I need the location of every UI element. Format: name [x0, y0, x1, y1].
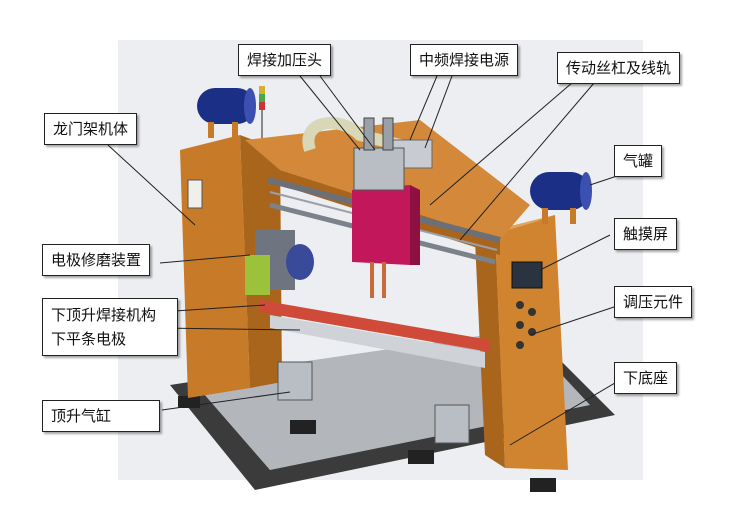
label-base: 下底座: [614, 362, 678, 394]
label-electrode-dresser: 电极修磨装置: [42, 244, 151, 276]
weld-head-top: [353, 147, 405, 191]
label-touch-screen: 触摸屏: [614, 218, 678, 250]
electrode-dresser-green: [245, 255, 270, 295]
label-mid-freq-power: 中频焊接电源: [410, 44, 519, 76]
lower-electrode-bar: [260, 300, 490, 352]
signal-tower-icon: [259, 86, 265, 138]
touch-screen-icon: [511, 261, 543, 289]
label-gas-tank: 气罐: [614, 145, 663, 177]
leader-lines: [107, 75, 621, 446]
left-column-side: [180, 135, 250, 398]
cable-chain-icon: [302, 117, 422, 156]
leader-gantry: [107, 144, 196, 226]
pressure-knob-2: [528, 308, 536, 316]
leader-power-1: [409, 75, 438, 141]
weld-head-side: [410, 185, 420, 265]
label-gantry-body: 龙门架机体: [44, 113, 138, 145]
leader-lower-electrode-2: [159, 327, 301, 331]
gas-tank-right: [530, 172, 592, 224]
pressure-knob-5: [516, 341, 524, 349]
leader-weld-head-1: [299, 75, 361, 151]
leader-cylinder: [161, 391, 291, 411]
label-screw-rail: 传动丝杠及线轨: [557, 52, 681, 84]
leader-rail-2: [459, 75, 601, 241]
weld-head-body: [352, 185, 410, 265]
lower-electrode-plate: [270, 315, 485, 368]
electrode-dresser-motor: [286, 244, 314, 280]
label-weld-head: 焊接加压头: [238, 44, 332, 76]
leader-pressure: [529, 304, 621, 336]
leader-weld-head-2: [319, 75, 376, 151]
pressure-knob-1: [516, 301, 524, 309]
label-lift-cylinder: 顶升气缸: [42, 400, 160, 432]
weld-cylinder-left: [363, 117, 375, 151]
base-foot-mid: [408, 450, 434, 464]
lift-cylinder-left: [277, 361, 313, 401]
leader-dresser: [159, 254, 251, 264]
pressure-knob-3: [516, 321, 524, 329]
base-foot-left: [290, 420, 316, 434]
leader-touch: [539, 234, 611, 271]
label-lower-electrode: 下顶升焊接机构下平条电极: [42, 298, 178, 356]
lift-cylinder-right: [434, 404, 470, 444]
leader-rail-1: [429, 75, 581, 206]
leader-power-2: [424, 75, 453, 149]
label-pressure-element: 调压元件: [614, 286, 693, 318]
base-foot-right: [530, 478, 556, 492]
left-column-panel: [187, 179, 203, 209]
gas-tank-left: [197, 88, 256, 138]
leader-base: [509, 379, 621, 446]
weld-cylinder-right: [382, 117, 394, 151]
